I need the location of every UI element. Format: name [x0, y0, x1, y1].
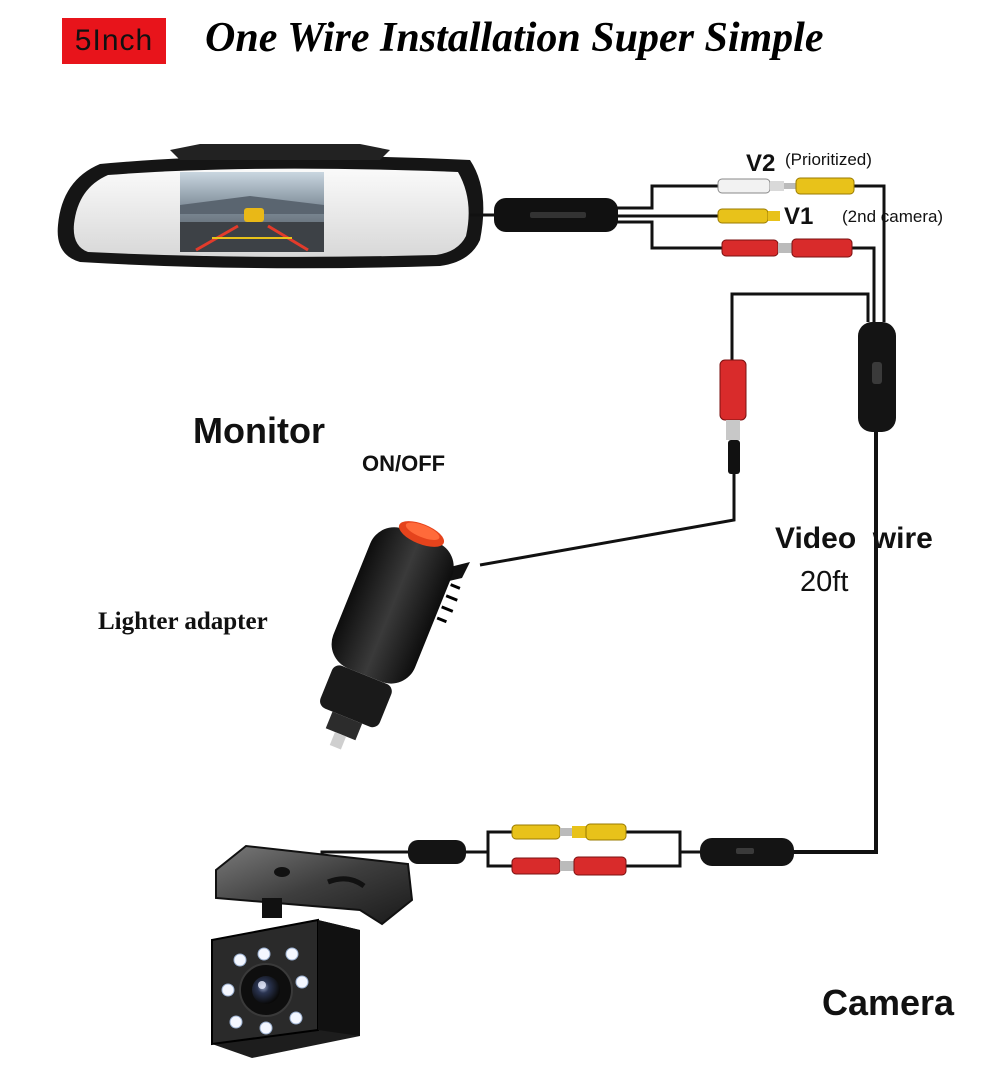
camera: [211, 844, 414, 1058]
on-off-label: ON/OFF: [362, 451, 446, 476]
splitter-box: [494, 198, 618, 232]
video-wire-length: 20ft: [800, 566, 849, 598]
v2-rca-connector: [717, 177, 855, 195]
video-wire-connector: [858, 322, 896, 432]
camera-label: Camera: [822, 982, 955, 1023]
page-title: One Wire Installation Super Simple: [205, 15, 824, 61]
lighter-adapter: [320, 521, 470, 750]
mirror-monitor: [57, 144, 484, 269]
monitor-label: Monitor: [193, 410, 325, 451]
v2-label: V2: [746, 150, 776, 177]
power-inline-connector: [719, 359, 747, 474]
v1-rca-connector: [717, 208, 780, 224]
cables: [320, 184, 886, 880]
video-wire-label: Video wire: [775, 522, 933, 555]
camera-side-connectors: [408, 823, 794, 876]
v1-label: V1: [784, 203, 814, 230]
v2-note: (Prioritized): [785, 150, 872, 169]
power-rca-connector: [721, 238, 853, 258]
lighter-adapter-label: Lighter adapter: [98, 608, 268, 635]
v1-note: (2nd camera): [842, 207, 944, 226]
size-badge: 5Inch: [62, 18, 166, 64]
